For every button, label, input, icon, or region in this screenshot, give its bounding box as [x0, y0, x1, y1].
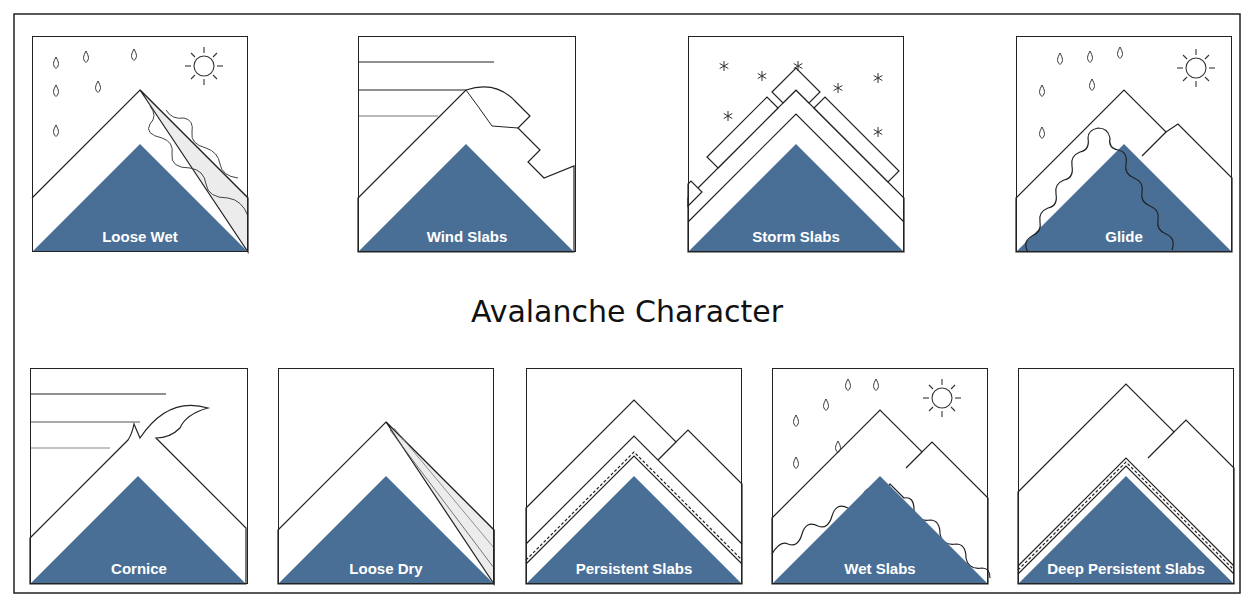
panel-label: Storm Slabs	[752, 228, 840, 246]
avalanche-panel: Loose Dry	[278, 368, 494, 584]
avalanche-panel: Persistent Slabs	[526, 368, 742, 584]
avalanche-panel: Deep Persistent Slabs	[1018, 368, 1234, 584]
avalanche-panel: Cornice	[30, 368, 248, 584]
panel-label: Deep Persistent Slabs	[1047, 560, 1205, 578]
panel-label: Cornice	[111, 560, 167, 578]
panel-label: Wet Slabs	[844, 560, 915, 578]
avalanche-panel: Wind Slabs	[358, 36, 576, 252]
panel-label: Persistent Slabs	[576, 560, 693, 578]
panel-label: Glide	[1105, 228, 1143, 246]
panel-label: Wind Slabs	[427, 228, 508, 246]
avalanche-panel: Loose Wet	[32, 36, 248, 252]
avalanche-panel: Glide	[1016, 36, 1232, 252]
diagram-title: Avalanche Character	[471, 294, 783, 330]
panel-label: Loose Dry	[349, 560, 422, 578]
title-block: Avalanche Character	[0, 294, 1254, 330]
panel-label: Loose Wet	[102, 228, 178, 246]
avalanche-panel: Wet Slabs	[772, 368, 988, 584]
avalanche-panel: Storm Slabs	[688, 36, 904, 252]
